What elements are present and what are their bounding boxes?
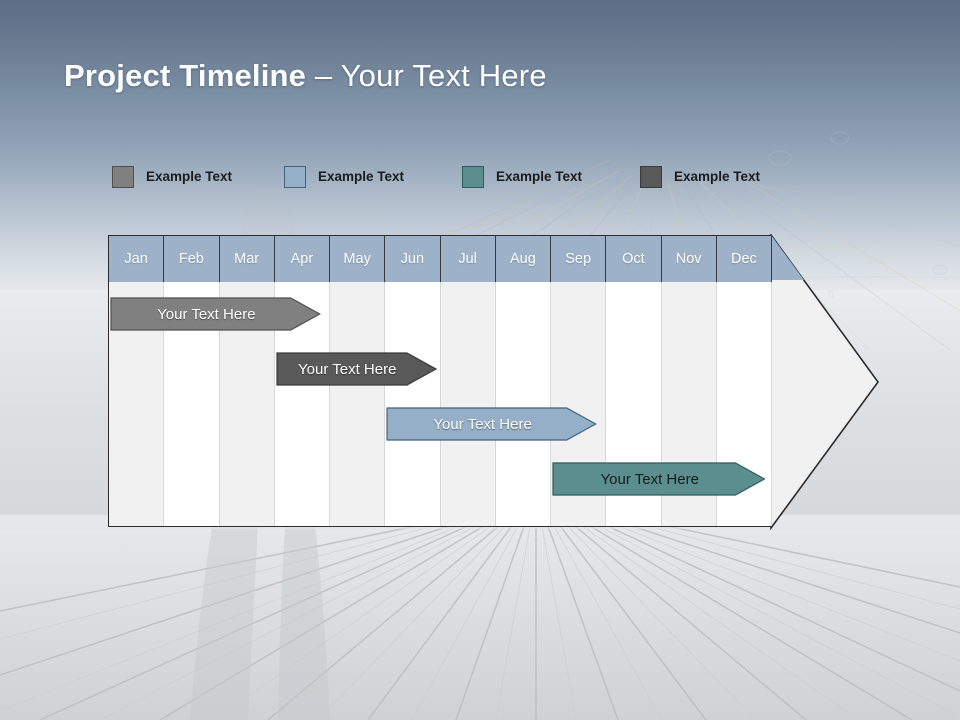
- month-header-label: Jan: [124, 250, 148, 267]
- timeline-column-jan: Jan: [109, 236, 165, 526]
- month-header-jan[interactable]: Jan: [109, 236, 165, 282]
- bar-shape: [276, 352, 437, 386]
- legend-item-3[interactable]: Example Text: [462, 166, 582, 188]
- month-header-jun[interactable]: Jun: [385, 236, 441, 282]
- legend-swatch-icon-4: [640, 166, 662, 188]
- bar-shape: [552, 462, 766, 496]
- month-header-label: Oct: [622, 250, 645, 267]
- timeline-arrow-head: [768, 234, 960, 530]
- bar-shape: [110, 297, 321, 331]
- column-divider: [218, 236, 220, 526]
- month-header-feb[interactable]: Feb: [164, 236, 220, 282]
- legend-label-2: Example Text: [318, 169, 405, 184]
- legend-item-1[interactable]: Example Text: [112, 166, 232, 188]
- title-regular-part: – Your Text Here: [306, 58, 547, 93]
- column-divider: [550, 236, 551, 526]
- month-header-label: Sep: [565, 250, 592, 267]
- month-header-label: Jul: [458, 250, 477, 267]
- month-header-may[interactable]: May: [330, 236, 386, 282]
- timeline-column-jul: Jul: [440, 236, 496, 526]
- month-header-label: Jun: [400, 250, 425, 267]
- month-header-label: Feb: [178, 250, 204, 267]
- timeline-bar-4[interactable]: Your Text Here: [552, 462, 766, 496]
- timeline-bar-3[interactable]: Your Text Here: [386, 407, 597, 441]
- month-header-label: Apr: [290, 250, 314, 267]
- legend-label-3: Example Text: [496, 169, 583, 184]
- column-divider: [771, 236, 772, 526]
- column-divider: [605, 236, 607, 526]
- page-title: Project Timeline – Your Text Here: [64, 58, 547, 94]
- month-header-nov[interactable]: Nov: [661, 236, 717, 282]
- timeline-bar-2[interactable]: Your Text Here: [276, 352, 437, 386]
- month-header-label: May: [343, 250, 371, 267]
- month-header-dec[interactable]: Dec: [716, 236, 772, 282]
- timeline-column-feb: Feb: [164, 236, 220, 526]
- legend-label-1: Example Text: [146, 169, 233, 184]
- timeline-column-aug: Aug: [495, 236, 551, 526]
- column-divider: [163, 236, 165, 526]
- bar-shape: [386, 407, 597, 441]
- wooden-deck-decoration: [0, 515, 960, 720]
- month-header-aug[interactable]: Aug: [495, 236, 551, 282]
- month-header-mar[interactable]: Mar: [219, 236, 275, 282]
- legend-swatch-icon-2: [284, 166, 306, 188]
- timeline-bar-1[interactable]: Your Text Here: [110, 297, 321, 331]
- column-divider: [273, 236, 275, 526]
- legend-swatch-icon-3: [462, 166, 484, 188]
- month-header-sep[interactable]: Sep: [551, 236, 607, 282]
- month-header-label: Mar: [234, 250, 260, 267]
- legend: Example Text Example Text Example Text E…: [112, 166, 872, 198]
- column-divider: [439, 236, 441, 526]
- column-divider: [715, 236, 717, 526]
- column-divider: [660, 236, 662, 526]
- month-header-apr[interactable]: Apr: [274, 236, 330, 282]
- month-header-label: Nov: [675, 250, 702, 267]
- legend-label-4: Example Text: [674, 169, 761, 184]
- month-header-oct[interactable]: Oct: [606, 236, 662, 282]
- month-header-label: Dec: [730, 250, 757, 267]
- month-header-label: Aug: [509, 250, 536, 267]
- title-bold-part: Project Timeline: [64, 58, 307, 93]
- legend-item-2[interactable]: Example Text: [284, 166, 404, 188]
- legend-swatch-icon-1: [112, 166, 134, 188]
- timeline-chart: Jan Feb Mar Apr May Jun Jul Aug Sep Oct Nov Dec You…: [108, 234, 883, 530]
- month-header-jul[interactable]: Jul: [440, 236, 496, 282]
- timeline-column-mar: Mar: [219, 236, 275, 526]
- legend-item-4[interactable]: Example Text: [640, 166, 760, 188]
- column-divider: [494, 236, 496, 526]
